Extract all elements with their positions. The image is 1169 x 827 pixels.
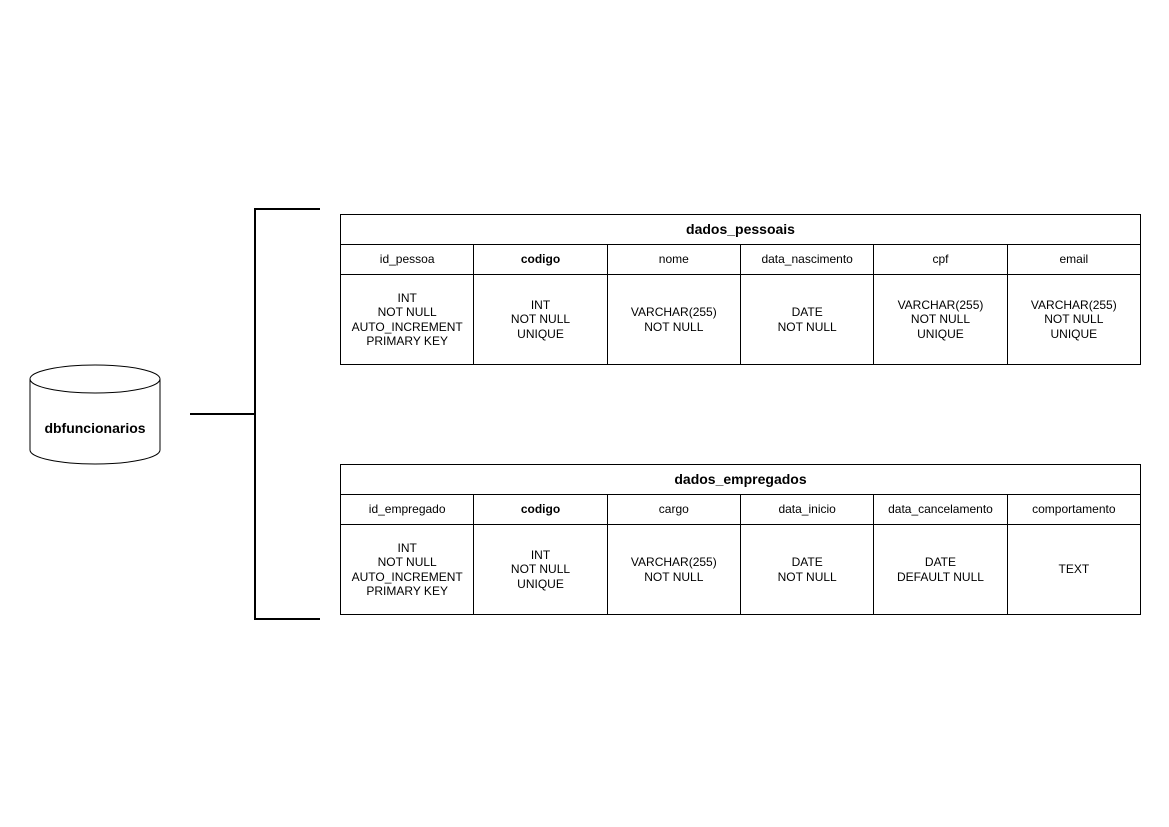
database-cylinder-icon [29, 364, 161, 465]
column-name-codigo: codigo [473, 494, 608, 525]
column-types-row: INT NOT NULL AUTO_INCREMENT PRIMARY KEY … [339, 274, 1142, 365]
column-name-cpf: cpf [873, 244, 1008, 275]
database-name: dbfuncionarios [44, 420, 146, 436]
column-type-codigo: INT NOT NULL UNIQUE [473, 274, 608, 365]
column-type-cpf: VARCHAR(255) NOT NULL UNIQUE [873, 274, 1008, 365]
column-type-comportamento: TEXT [1006, 524, 1142, 615]
column-type-id-empregado: INT NOT NULL AUTO_INCREMENT PRIMARY KEY [339, 524, 475, 615]
column-names-row: id_pessoa codigo nome data_nascimento cp… [339, 244, 1142, 275]
column-name-comportamento: comportamento [1006, 494, 1142, 525]
table-title: dados_empregados [340, 464, 1141, 495]
column-name-email: email [1006, 244, 1142, 275]
column-type-nome: VARCHAR(255) NOT NULL [606, 274, 741, 365]
column-name-data-inicio: data_inicio [739, 494, 875, 525]
column-type-codigo: INT NOT NULL UNIQUE [473, 524, 608, 615]
column-type-data-nascimento: DATE NOT NULL [739, 274, 875, 365]
column-type-data-inicio: DATE NOT NULL [739, 524, 875, 615]
table-title: dados_pessoais [340, 214, 1141, 245]
column-type-data-cancelamento: DATE DEFAULT NULL [873, 524, 1008, 615]
column-type-email: VARCHAR(255) NOT NULL UNIQUE [1006, 274, 1142, 365]
bracket-connector [254, 208, 320, 620]
column-name-id-empregado: id_empregado [339, 494, 475, 525]
column-name-data-cancelamento: data_cancelamento [873, 494, 1008, 525]
column-type-id-pessoa: INT NOT NULL AUTO_INCREMENT PRIMARY KEY [339, 274, 475, 365]
table-dados-empregados: dados_empregados id_empregado codigo car… [339, 464, 1142, 615]
column-names-row: id_empregado codigo cargo data_inicio da… [339, 494, 1142, 525]
column-name-cargo: cargo [606, 494, 741, 525]
column-name-nome: nome [606, 244, 741, 275]
column-type-cargo: VARCHAR(255) NOT NULL [606, 524, 741, 615]
column-name-codigo: codigo [473, 244, 608, 275]
column-name-data-nascimento: data_nascimento [739, 244, 875, 275]
column-types-row: INT NOT NULL AUTO_INCREMENT PRIMARY KEY … [339, 524, 1142, 615]
column-name-id-pessoa: id_pessoa [339, 244, 475, 275]
table-dados-pessoais: dados_pessoais id_pessoa codigo nome dat… [339, 214, 1142, 365]
